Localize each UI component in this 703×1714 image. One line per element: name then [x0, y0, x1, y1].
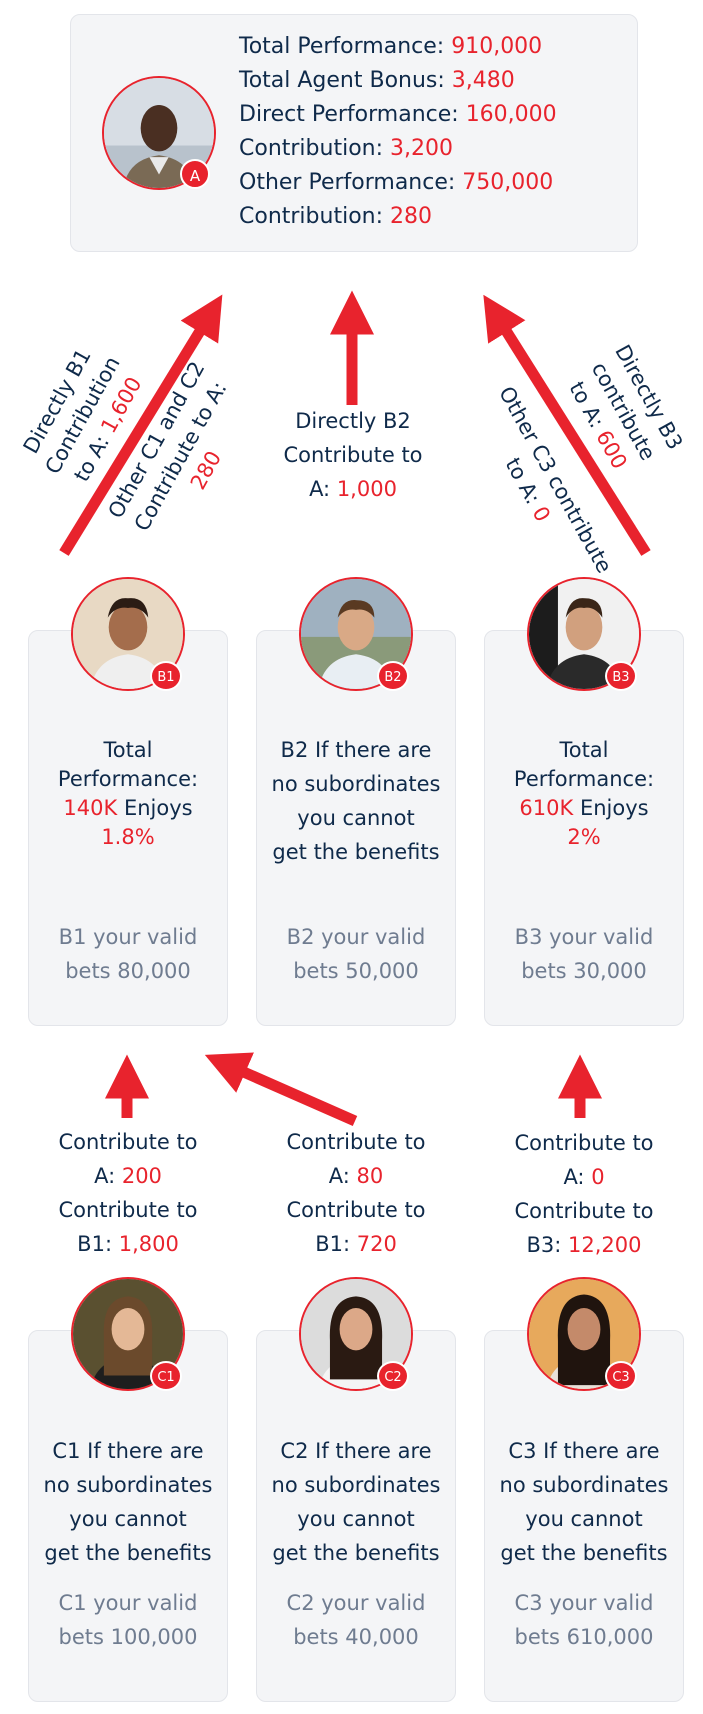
b1-description: Total Performance: 140K Enjoys 1.8% [57, 738, 199, 849]
b1-badge: B1 [150, 661, 182, 691]
c2-description: C2 If there are no subordinates you cann… [271, 1439, 441, 1565]
c3-badge: C3 [605, 1361, 637, 1391]
c2-card [256, 1330, 456, 1702]
direct-performance-line: Direct Performance: 160,000 [239, 102, 557, 127]
b3-badge: B3 [605, 661, 637, 691]
c2-valid-bets: C2 your valid bets 40,000 [286, 1591, 426, 1649]
total-agent-bonus-line: Total Agent Bonus: 3,480 [239, 68, 515, 93]
b3-card [484, 630, 684, 1026]
c1-badge: C1 [150, 1361, 182, 1391]
b2-card [256, 630, 456, 1026]
c3-contribution-label: Contribute to A: 0 Contribute to B3: 12,… [514, 1131, 654, 1257]
b3-description: Total Performance: 610K Enjoys 2% [513, 738, 655, 849]
c1-card [28, 1330, 228, 1702]
direct-contribution-line: Contribution: 3,200 [239, 136, 453, 161]
b1-valid-bets: B1 your valid bets 80,000 [58, 925, 198, 983]
total-performance-line: Total Performance: 910,000 [239, 34, 543, 59]
b2-badge: B2 [377, 661, 409, 691]
b2-description: B2 If there are no subordinates you cann… [271, 738, 441, 864]
b2-valid-bets: B2 your valid bets 50,000 [286, 925, 426, 983]
c2-contribution-label: Contribute to A: 80 Contribute to B1: 72… [286, 1130, 426, 1256]
agent-a-stats: Total Performance: 910,000 Total Agent B… [239, 30, 557, 234]
c1-contribution-label: Contribute to A: 200 Contribute to B1: 1… [58, 1130, 198, 1256]
agent-a-badge: A [180, 159, 210, 189]
c3-card [484, 1330, 684, 1702]
other-contribution-line: Contribution: 280 [239, 204, 433, 229]
arrow-b3-to-a [483, 294, 651, 556]
c3-valid-bets: C3 your valid bets 610,000 [514, 1591, 654, 1649]
arrow-b1-to-a [59, 294, 223, 556]
arrow-c2-to-b1 [204, 1052, 358, 1127]
c1-avatar [71, 1277, 185, 1391]
b1-avatar [71, 577, 185, 691]
label-directly-b2: Directly B2 Contribute to A: 1,000 [283, 409, 423, 501]
b1-card [28, 630, 228, 1026]
c2-badge: C2 [377, 1361, 409, 1391]
c1-description: C1 If there are no subordinates you cann… [43, 1439, 213, 1565]
other-performance-line: Other Performance: 750,000 [239, 170, 554, 195]
c1-valid-bets: C1 your valid bets 100,000 [58, 1591, 198, 1649]
c3-description: C3 If there are no subordinates you cann… [499, 1439, 669, 1565]
b3-valid-bets: B3 your valid bets 30,000 [514, 925, 654, 983]
